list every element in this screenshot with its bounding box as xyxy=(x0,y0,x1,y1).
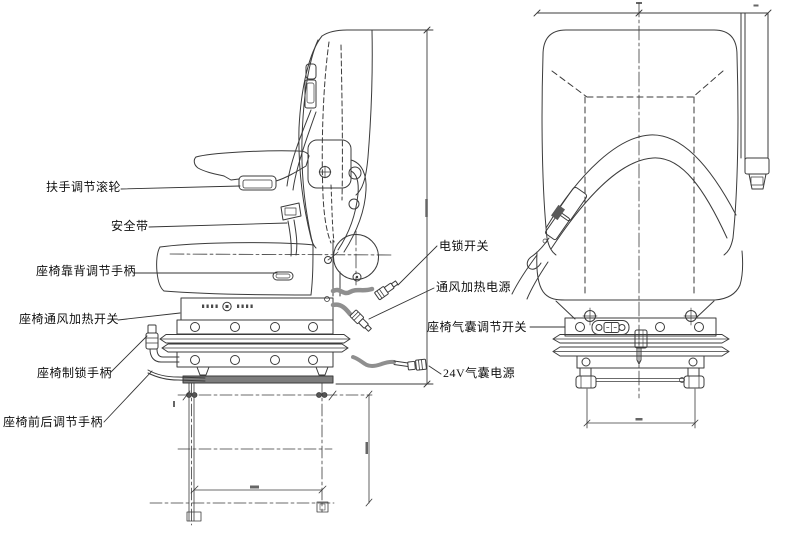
front-view-dimensions-top xyxy=(533,2,772,17)
belt-buckle-latch xyxy=(550,204,566,221)
airbag-power-connector xyxy=(407,358,427,371)
center-line-horizontal xyxy=(169,253,393,256)
label-safety-belt: 安全带 xyxy=(111,219,149,233)
side-view-backrest xyxy=(298,29,373,249)
armrest-roller xyxy=(238,175,277,191)
leader-airbag-power xyxy=(428,365,442,375)
label-vent-heat-switch: 座椅通风加热开关 xyxy=(19,312,120,326)
leader-armrest-roller xyxy=(120,185,241,190)
label-seat-lock-handle: 座椅制锁手柄 xyxy=(37,366,113,380)
side-view-foreaft-handle xyxy=(147,369,206,382)
label-backrest-adjust-handle: 座椅靠背调节手柄 xyxy=(36,264,137,278)
elec-lock-connector xyxy=(374,280,399,301)
side-view-cables xyxy=(330,280,427,371)
leader-electric-lock-switch xyxy=(397,245,438,286)
airbag-adjust-switch xyxy=(591,320,630,335)
leader-safety-belt xyxy=(148,222,288,228)
leader-vent-heat-power xyxy=(368,287,435,320)
front-view-base xyxy=(552,307,730,389)
leader-lock-handle xyxy=(110,335,148,373)
side-view-height-dimension xyxy=(335,26,434,388)
label-electric-lock-switch: 电锁开关 xyxy=(439,239,490,253)
pan-round-icon xyxy=(222,301,232,312)
leader-vent-heat-switch xyxy=(117,312,181,321)
label-seat-airbag-adjust-switch: 座椅气囊调节开关 xyxy=(427,320,528,334)
front-view-seat-belt xyxy=(511,134,737,300)
backrest-handle-slot xyxy=(272,271,294,281)
side-view-seat-pan xyxy=(180,296,334,321)
side-view-bellows xyxy=(159,319,351,384)
side-view-recline-arm xyxy=(327,159,367,261)
base-rail xyxy=(182,375,334,384)
front-view-backrest xyxy=(541,29,739,294)
label-fore-aft-adjust-handle: 座椅前后调节手柄 xyxy=(3,415,104,429)
vent-heat-connector xyxy=(349,309,372,332)
leader-lines xyxy=(103,185,566,423)
leader-foreaft-handle xyxy=(103,370,153,423)
side-view-lock-handle xyxy=(145,324,180,363)
label-armrest-adjust-roller: 扶手调节滚轮 xyxy=(46,180,122,194)
label-airbag-power-24v: 24V气囊电源 xyxy=(443,366,516,380)
side-view-seat-belt xyxy=(280,109,317,257)
front-view-armrest-column xyxy=(740,12,770,190)
side-view-armrest xyxy=(193,139,352,191)
side-view-footprint-dimensions xyxy=(149,382,373,526)
front-view-cushion xyxy=(536,250,744,320)
side-view-knob xyxy=(169,230,393,286)
label-vent-heat-power: 通风加热电源 xyxy=(436,280,512,294)
side-view-cushion xyxy=(156,239,341,297)
front-view-dimensions-bottom xyxy=(583,388,699,429)
pan-marking-icons xyxy=(202,304,253,308)
